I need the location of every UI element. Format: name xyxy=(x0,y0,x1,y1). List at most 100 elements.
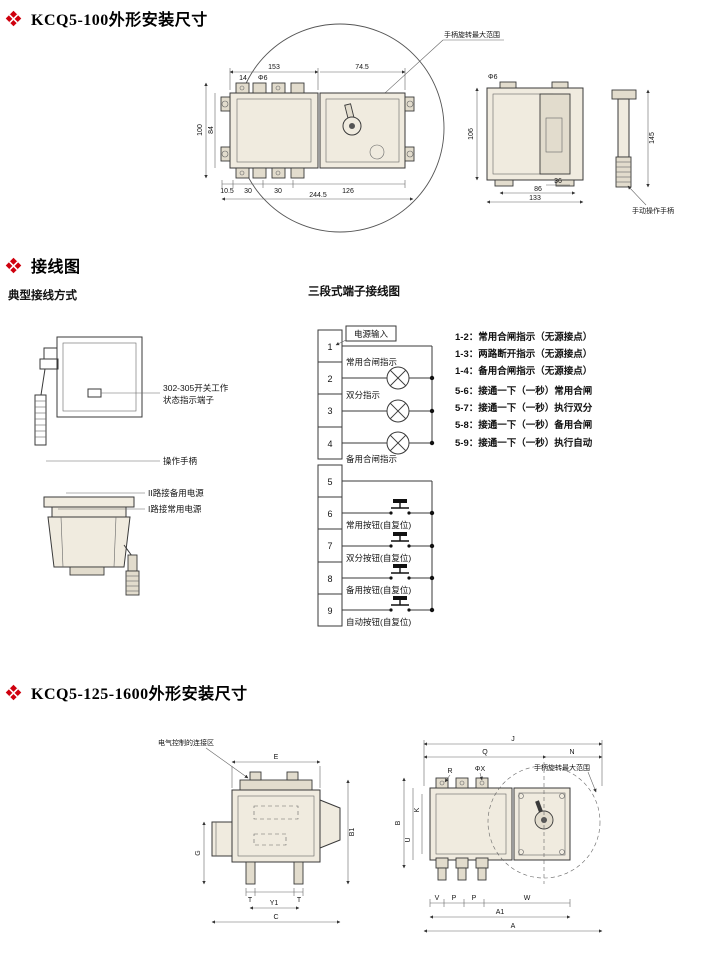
lamp-label-backup: 备用合闸指示 xyxy=(346,454,397,464)
right-view-dimensions: J Q N 手柄旋转最大范围 R ΦX B U K xyxy=(395,736,603,933)
dim-244-5: 244.5 xyxy=(309,192,327,199)
section2-heading: 接线图 xyxy=(5,253,81,277)
side-view-dimensions: Φ6 106 36 86 133 xyxy=(468,74,584,204)
dim-30a: 30 xyxy=(244,188,252,195)
dim-E: E xyxy=(274,754,279,761)
dim-126: 126 xyxy=(342,188,354,195)
note-line: 1-2：常用合闸指示（无源接点） xyxy=(455,332,593,343)
dim-86: 86 xyxy=(534,186,542,193)
terminal-2: 2 xyxy=(327,374,332,384)
button-label-auto: 自动按钮(自复位) xyxy=(346,617,411,627)
dim-100: 100 xyxy=(197,124,204,136)
terminal-3: 3 xyxy=(327,406,332,416)
dim-K: K xyxy=(414,807,421,812)
terminal-7: 7 xyxy=(327,541,332,551)
section-kcq5-125-1600: 电气控制的连接区 E B1 G T T Y1 C xyxy=(0,670,720,958)
terminal-notes-group-a: 1-2：常用合闸指示（无源接点） 1-3：两路断开指示（无源接点） 1-4：备用… xyxy=(455,329,592,381)
pushbutton-icon xyxy=(393,532,407,536)
terminal-diagram-subtitle: 三段式端子接线图 xyxy=(308,286,400,298)
dim-36: 36 xyxy=(554,178,562,185)
electrical-connection-zone xyxy=(253,805,299,820)
dim-P2: P xyxy=(472,895,477,902)
dim-10-5: 10.5 xyxy=(220,188,234,195)
section-kcq5-100: 手柄旋转最大范围 xyxy=(0,0,720,245)
note-line: 1-3：两路断开指示（无源接点） xyxy=(455,349,593,361)
dim-30b: 30 xyxy=(274,188,282,195)
left-view-dimensions: 电气控制的连接区 E B1 G T T Y1 C xyxy=(158,738,356,924)
indicator-lamp-rows: 常用合闸指示 双分指示 备用合闸指示 xyxy=(342,345,435,464)
indicator-callout-line2: 状态指示端子 xyxy=(163,395,215,405)
manual-handle-label: 手动操作手柄 xyxy=(632,206,674,215)
backup-supply-callout: II路接备用电源 xyxy=(148,488,204,498)
section1-heading: KCQ5-100外形安装尺寸 xyxy=(5,6,208,30)
indicator-callout-line1: 302-305开关工作 xyxy=(163,383,229,393)
main-supply-callout: I路接常用电源 xyxy=(148,504,202,514)
lamp-label-common: 常用合闸指示 xyxy=(346,357,397,367)
right-view xyxy=(429,762,601,884)
handle-callout: 操作手柄 xyxy=(163,456,198,466)
dim-145: 145 xyxy=(649,132,656,144)
note-line: 5-7：接通一下（一秒）执行双分 xyxy=(455,403,593,415)
terminal-4: 4 xyxy=(327,439,332,449)
front-view-dimensions: 153 74.5 14 Φ6 100 84 10.5 30 30 126 xyxy=(197,64,414,201)
dim-B1: B1 xyxy=(349,828,356,837)
dim-153: 153 xyxy=(268,64,280,71)
button-label-backup: 备用按钮(自复位) xyxy=(346,585,411,595)
dim-C: C xyxy=(273,914,278,921)
terminal-notes-group-b: 5-6：接通一下（一秒）常用合闸 5-7：接通一下（一秒）执行双分 5-8：接通… xyxy=(455,383,592,452)
manual-handle-view: 145 手动操作手柄 xyxy=(611,89,674,215)
section3-title: KCQ5-125-1600外形安装尺寸 xyxy=(31,686,248,703)
kcq5-100-dimension-drawing: 手柄旋转最大范围 xyxy=(197,23,674,233)
power-input-label: 电源输入 xyxy=(354,329,389,339)
note-line: 5-9：接通一下（一秒）执行自动 xyxy=(455,437,593,449)
dim-74-5: 74.5 xyxy=(355,64,369,71)
section3-heading: KCQ5-125-1600外形安装尺寸 xyxy=(5,680,248,704)
pushbutton-icon xyxy=(393,596,407,600)
dim-T2: T xyxy=(297,897,302,904)
note-line: 5-8：接通一下（一秒）备用合闸 xyxy=(455,420,593,432)
elec-zone-callout: 电气控制的连接区 xyxy=(158,738,214,747)
dim-84: 84 xyxy=(208,126,215,134)
dim-V: V xyxy=(435,895,440,902)
typical-wiring-callouts: 302-305开关工作 状态指示端子 操作手柄 II路接备用电源 I路接常用电源 xyxy=(46,383,229,514)
terminal-9: 9 xyxy=(327,606,332,616)
operating-handle xyxy=(342,103,362,136)
button-label-common: 常用按钮(自复位) xyxy=(346,520,411,530)
handle-range-label: 手柄旋转最大范围 xyxy=(444,30,500,39)
dim-106: 106 xyxy=(468,128,475,140)
terminal-strip: 1 2 3 4 5 6 7 8 9 xyxy=(317,329,343,627)
left-view xyxy=(211,771,341,885)
dim-Y1: Y1 xyxy=(270,900,279,907)
pushbutton-rows: 常用按钮(自复位) 双分按钮(自复位) 备用按钮(自复位) 自动按钮(自复位) xyxy=(342,480,435,627)
button-label-double-open: 双分按钮(自复位) xyxy=(346,553,411,563)
side-view xyxy=(486,81,584,187)
section-bullet-icon xyxy=(5,10,22,26)
terminal-5: 5 xyxy=(327,477,332,487)
terminal-1: 1 xyxy=(327,342,332,352)
section1-title: KCQ5-100外形安装尺寸 xyxy=(31,12,208,29)
dim-R: R xyxy=(447,768,452,775)
dim-B: B xyxy=(395,820,402,825)
pushbutton-icon xyxy=(393,564,407,568)
terminal-8: 8 xyxy=(327,574,332,584)
dim-N: N xyxy=(569,749,574,756)
handle-range-callout: 手柄旋转最大范围 xyxy=(534,763,590,772)
dim-phiX: ΦX xyxy=(475,766,486,773)
lamp-label-double-open: 双分指示 xyxy=(346,390,380,400)
kcq5-125-1600-dimension-drawing: 电气控制的连接区 E B1 G T T Y1 C xyxy=(158,736,603,933)
section-wiring: 302-305开关工作 状态指示端子 操作手柄 II路接备用电源 I路接常用电源 xyxy=(0,245,720,670)
dim-G: G xyxy=(195,850,202,855)
electrical-connection-zone xyxy=(253,833,287,846)
dim-hole-top: Φ6 xyxy=(258,75,268,82)
terminal-6: 6 xyxy=(327,509,332,519)
dim-14: 14 xyxy=(239,75,247,82)
dim-133: 133 xyxy=(529,195,541,202)
dim-side-hole: Φ6 xyxy=(488,74,498,81)
pushbutton-icon xyxy=(393,499,407,503)
dim-Q: Q xyxy=(482,749,488,756)
section-bullet-icon xyxy=(5,257,22,273)
typical-wiring-front-view xyxy=(34,336,143,446)
power-input: 电源输入 xyxy=(335,325,397,346)
typical-wiring-subtitle: 典型接线方式 xyxy=(8,290,77,302)
